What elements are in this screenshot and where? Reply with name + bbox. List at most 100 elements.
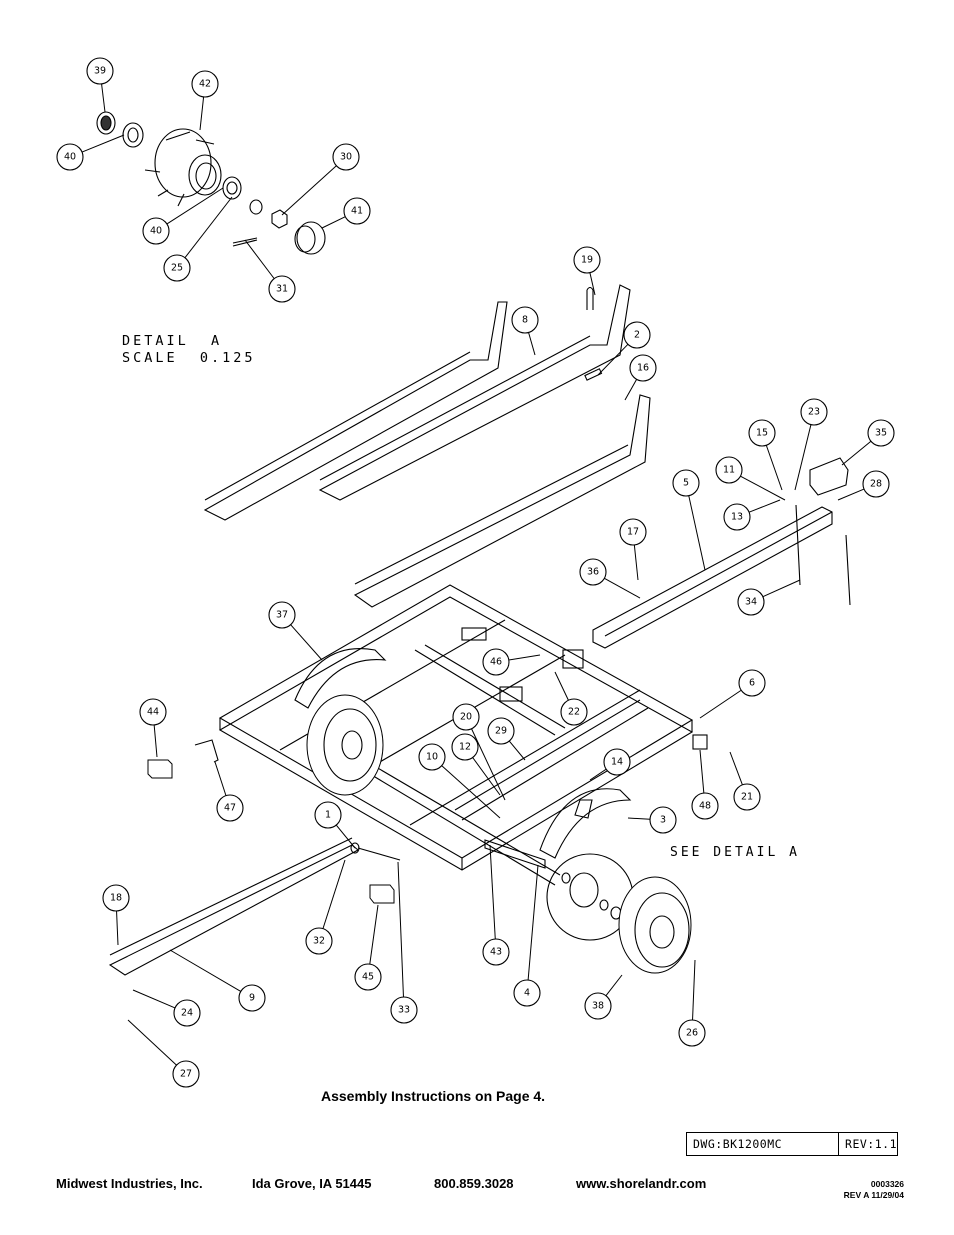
callout-27: 27 (172, 1060, 200, 1088)
callout-leader-26 (692, 959, 696, 1021)
callout-32: 32 (305, 927, 333, 955)
callout-35: 35 (867, 419, 895, 447)
callout-number: 8 (522, 315, 528, 326)
callout-circle (142, 217, 170, 245)
callout-leader-27 (127, 1019, 177, 1066)
callout-circle (56, 143, 84, 171)
callout-circle (268, 275, 296, 303)
footer-phone: 800.859.3028 (434, 1176, 514, 1191)
callout-leader-24 (132, 989, 176, 1009)
callout-number: 20 (460, 712, 472, 723)
doc-code: 0003326 REV A 11/29/04 (844, 1179, 904, 1201)
callout-40: 40 (56, 143, 84, 171)
callout-28: 28 (862, 470, 890, 498)
callout-circle (649, 806, 677, 834)
callout-leader-45 (369, 904, 379, 965)
callout-leader-34 (762, 579, 801, 598)
title-block: DWG:BK1200MC REV:1.1 (686, 1132, 898, 1156)
callout-14: 14 (603, 748, 631, 776)
callout-24: 24 (173, 999, 201, 1027)
callout-circle (629, 354, 657, 382)
callout-number: 18 (110, 893, 122, 904)
callout-17: 17 (619, 518, 647, 546)
callout-circle (238, 984, 266, 1012)
callout-circle (305, 927, 333, 955)
callout-33: 33 (390, 996, 418, 1024)
callout-circle (216, 794, 244, 822)
callout-leader-44 (153, 724, 158, 758)
callout-2: 2 (623, 321, 651, 349)
callout-leader-41 (321, 216, 346, 229)
callout-leader-12 (472, 757, 501, 796)
callout-circle (191, 70, 219, 98)
callout-number: 24 (181, 1008, 193, 1019)
callout-leader-43 (489, 844, 496, 940)
callout-number: 37 (276, 610, 288, 621)
callout-number: 19 (581, 255, 593, 266)
callout-circle (603, 748, 631, 776)
callout-leader-13 (748, 499, 781, 513)
callout-circle (172, 1060, 200, 1088)
callout-number: 48 (699, 801, 711, 812)
callout-leader-33 (397, 861, 404, 998)
callout-number: 40 (64, 152, 76, 163)
callout-circle (332, 143, 360, 171)
callout-number: 43 (490, 947, 502, 958)
callout-45: 45 (354, 963, 382, 991)
callout-number: 4 (524, 988, 530, 999)
callout-22: 22 (560, 698, 588, 726)
callout-29: 29 (487, 717, 515, 745)
callout-circle (418, 743, 446, 771)
callout-9: 9 (238, 984, 266, 1012)
callout-number: 9 (249, 993, 255, 1004)
callout-leader-16 (624, 379, 638, 401)
callout-leader-21 (729, 751, 743, 786)
callout-leader-18 (116, 910, 119, 946)
callout-3: 3 (649, 806, 677, 834)
callout-40: 40 (142, 217, 170, 245)
see-detail-label: SEE DETAIL A (670, 845, 800, 860)
callout-number: 26 (686, 1028, 698, 1039)
callout-leader-15 (765, 445, 783, 491)
callout-number: 45 (362, 972, 374, 983)
wheels-fenders (294, 648, 692, 974)
callout-number: 36 (587, 567, 599, 578)
callout-circle (579, 558, 607, 586)
callout-number: 25 (171, 263, 183, 274)
callout-circle (513, 979, 541, 1007)
callout-number: 12 (459, 742, 471, 753)
callout-number: 23 (808, 407, 820, 418)
callout-leader-6 (699, 689, 742, 719)
callout-38: 38 (584, 992, 612, 1020)
callout-23: 23 (800, 398, 828, 426)
callout-leader-8 (528, 332, 536, 356)
callout-13: 13 (723, 503, 751, 531)
callout-leader-29 (508, 740, 526, 761)
callout-number: 44 (147, 707, 159, 718)
callout-48: 48 (691, 792, 719, 820)
callout-circle (623, 321, 651, 349)
callout-circle (139, 698, 167, 726)
callout-number: 13 (731, 512, 743, 523)
callout-circle (584, 992, 612, 1020)
callout-circle (678, 1019, 706, 1047)
callout-number: 33 (398, 1005, 410, 1016)
callout-42: 42 (191, 70, 219, 98)
callout-circle (619, 518, 647, 546)
drawing-number: DWG:BK1200MC (687, 1133, 840, 1155)
callout-circle (343, 197, 371, 225)
callout-41: 41 (343, 197, 371, 225)
callout-number: 17 (627, 527, 639, 538)
callout-8: 8 (511, 306, 539, 334)
callout-number: 38 (592, 1001, 604, 1012)
callout-26: 26 (678, 1019, 706, 1047)
callout-number: 35 (875, 428, 887, 439)
callout-number: 29 (495, 726, 507, 737)
callout-circle (452, 703, 480, 731)
callout-circle (573, 246, 601, 274)
callout-number: 15 (756, 428, 768, 439)
callout-leader-23 (794, 424, 812, 491)
callout-circle (800, 398, 828, 426)
callout-leader-9 (169, 949, 242, 992)
